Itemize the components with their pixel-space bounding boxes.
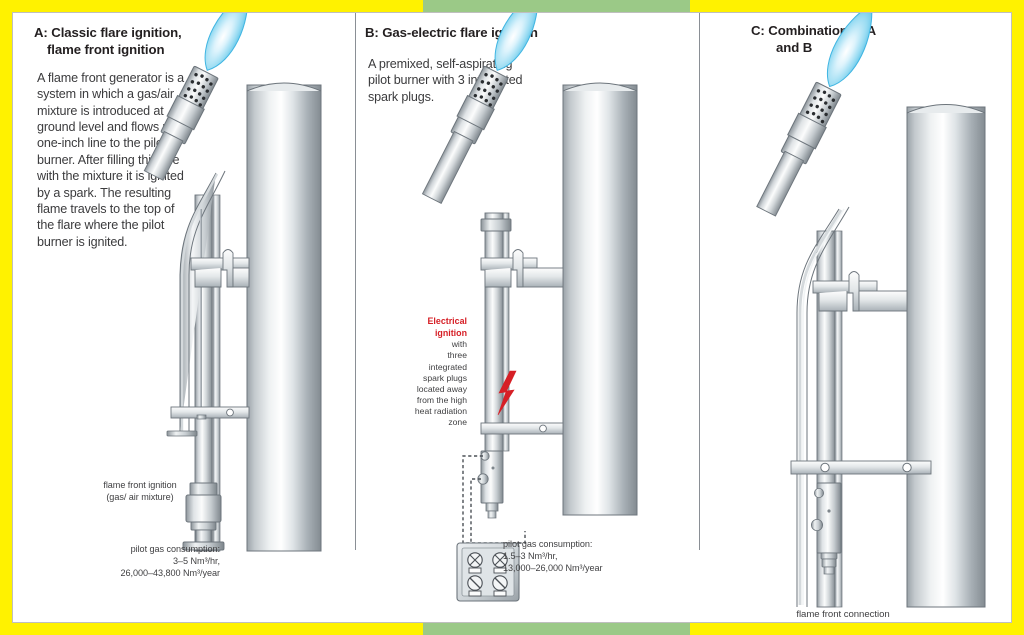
burner-perforations-a (183, 72, 213, 107)
flame-front-ignition-label-a: flame front ignition (gas/ air mixture) (103, 480, 177, 503)
callout-heading-line1: Electrical (427, 316, 467, 326)
terminal-4 (492, 575, 508, 597)
support-bracket-lower-c (790, 460, 932, 475)
support-bracket-lower-b (480, 422, 564, 435)
frame-left-band (0, 0, 12, 635)
flame-front-connection-fitting (821, 558, 837, 568)
panel-b-artwork (421, 13, 699, 603)
riser-coupling-b (480, 218, 512, 232)
spark-plug-connector-c1 (814, 487, 825, 498)
electrical-ignition-callout: Electrical ignition with three integrate… (414, 316, 467, 428)
control-box-terminals (467, 552, 508, 597)
illustration-canvas: A: Classic flare ignition, flame front i… (12, 12, 1012, 623)
flare-stack-c (906, 104, 986, 608)
pilot-flame-b (494, 13, 539, 71)
support-bracket-upper-b (480, 249, 564, 288)
flame-front-connection-label-c: flame front connection (796, 609, 890, 620)
panel-a-title-line1: A: Classic flare ignition, (34, 25, 182, 40)
lightning-bolt-icon (497, 370, 517, 416)
flame-front-line-c (796, 206, 850, 607)
pilot-burner-c (756, 13, 873, 217)
support-bracket-upper-c (812, 271, 908, 312)
panel-b-title: B: Gas-electric flare ignition (365, 25, 615, 42)
terminal-3 (467, 575, 483, 597)
terminal-1 (467, 552, 483, 574)
support-bracket-upper-a (190, 249, 250, 288)
panel-a-body: A flame front generator is a system in w… (37, 71, 187, 249)
panel-b-body: A premixed, self-aspirating pilot burner… (368, 57, 523, 104)
spark-plug-connector-c2 (811, 518, 824, 531)
pilot-flame-a (204, 13, 249, 71)
frame-band-yellow-right (690, 0, 1024, 12)
burner-perforations-c (805, 89, 836, 124)
pilot-burner-a (143, 13, 249, 181)
flare-stack-a (246, 82, 322, 552)
panel-a-title: A: Classic flare ignition, flame front i… (34, 25, 244, 59)
pilot-gas-consumption-label-a: pilot gas consumption: 3–5 Nm³/hr, 26,00… (120, 544, 221, 579)
frame-band-yellow-left-bottom (0, 623, 423, 635)
flare-stack-b (562, 82, 638, 516)
panel-b-title-line1: B: Gas-electric flare ignition (365, 25, 538, 40)
panel-a-artwork (133, 13, 355, 553)
riser-pipe-b (484, 212, 510, 452)
flame-front-line-a (179, 170, 226, 433)
frame-right-band (1012, 0, 1024, 635)
panel-c-title-line2: and B (776, 39, 813, 55)
frame-band-yellow-left (0, 0, 423, 12)
frame-band-green (423, 0, 690, 12)
frame-band-green-bottom (423, 623, 690, 635)
frame-bottom-band (0, 623, 1024, 635)
igniter-rod-flange-a (166, 414, 207, 437)
panel-a-title-line2: flame front ignition (47, 41, 165, 57)
spark-plug-connector-2 (477, 473, 489, 485)
support-bracket-lower-a (170, 406, 250, 419)
flame-front-generator-a (182, 482, 225, 551)
burner-perforations-b (473, 72, 503, 107)
spark-plug-assembly-b (477, 450, 504, 519)
pilot-gas-consumption-label-b: pilot gas consumption: 1.5–3 Nm³/hr, 13,… (503, 539, 603, 574)
pilot-burner-b (421, 13, 539, 204)
panel-divider-b-c (699, 13, 700, 550)
burner-lower-assembly-c (811, 482, 842, 575)
frame-top-band (0, 0, 1024, 12)
panel-divider-a-b (355, 13, 356, 550)
frame-band-yellow-right-bottom (690, 623, 1024, 635)
panel-c-artwork (731, 13, 1011, 613)
terminal-2 (492, 552, 508, 574)
ignition-control-box (456, 542, 520, 602)
pilot-flame-c (826, 13, 873, 88)
callout-heading-line2: ignition (434, 327, 467, 338)
